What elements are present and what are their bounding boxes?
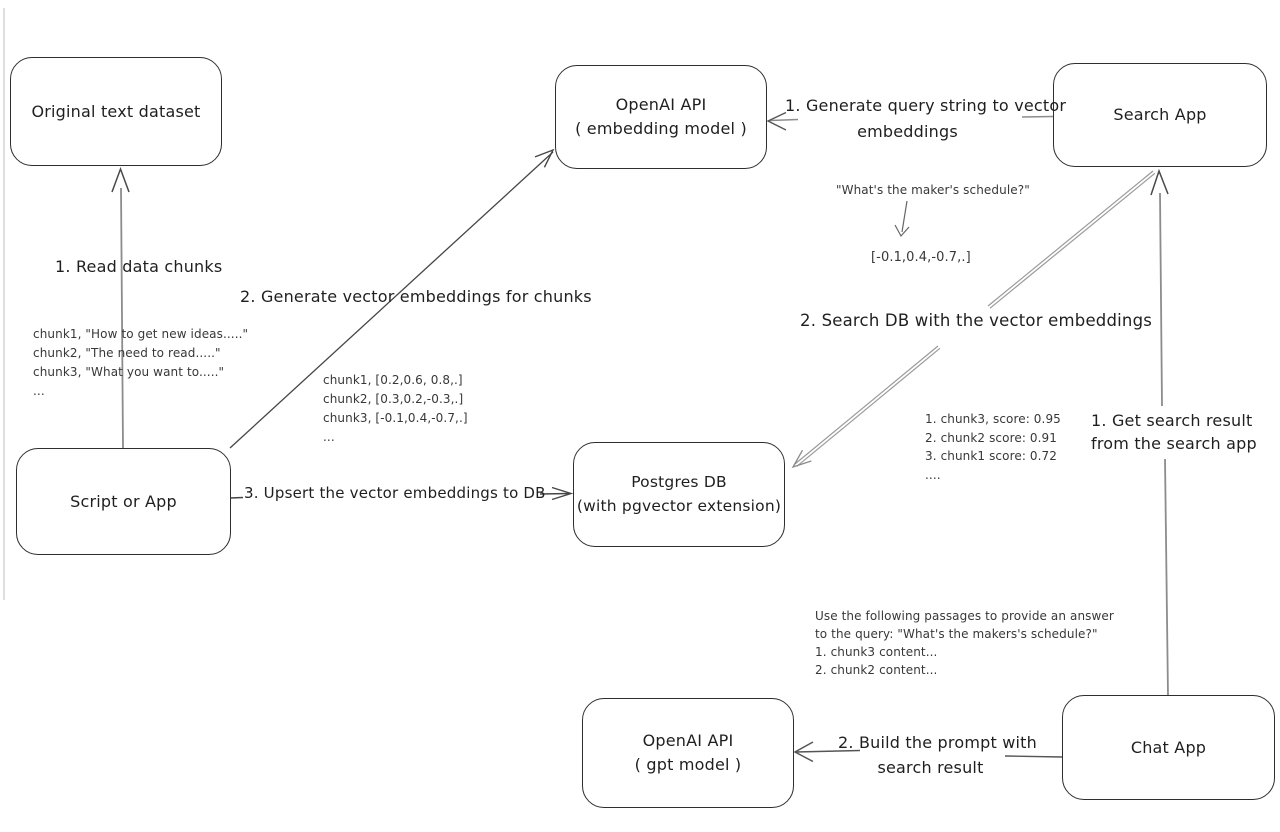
chunk-vectors-line2: chunk2, [0.3,0.2,-0.3,.] bbox=[323, 392, 464, 406]
query-vector-annotation: [-0.1,0.4,-0.7,.] bbox=[871, 250, 971, 265]
get-search-result-arrow bbox=[1150, 168, 1169, 697]
node-search-app: Search App bbox=[1053, 63, 1267, 167]
chunk-texts-line3: chunk3, "What you want to....." bbox=[33, 365, 225, 379]
chunk-texts-line4: ... bbox=[33, 384, 45, 398]
upsert-arrow bbox=[229, 486, 574, 501]
query-to-vector-label-line1: 1. Generate query string to vector bbox=[785, 96, 1067, 115]
node-original-text-dataset: Original text dataset bbox=[10, 57, 222, 166]
node-label-line2: (with pgvector extension) bbox=[576, 496, 782, 515]
chunk-texts-line2: chunk2, "The need to read....." bbox=[33, 346, 221, 360]
generate-embeddings-arrow bbox=[229, 148, 555, 449]
get-search-result-label-line2: from the search app bbox=[1091, 434, 1257, 454]
node-label: Original text dataset bbox=[31, 101, 201, 121]
search-db-arrow bbox=[791, 170, 1156, 469]
get-search-result-label: 1. Get search result from the search app bbox=[1091, 409, 1257, 455]
build-prompt-arrow bbox=[793, 741, 1063, 763]
chunk-texts-annotation: chunk1, "How to get new ideas....." chun… bbox=[33, 325, 248, 401]
node-label: Chat App bbox=[1130, 737, 1207, 757]
node-label: Search App bbox=[1113, 105, 1207, 124]
node-script-or-app: Script or App bbox=[16, 448, 231, 555]
prompt-annotation: Use the following passages to provide an… bbox=[815, 607, 1114, 679]
get-search-result-label-line1: 1. Get search result bbox=[1091, 411, 1253, 430]
prompt-line4: 2. chunk2 content... bbox=[815, 663, 938, 677]
node-label-line1: Postgres DB bbox=[631, 473, 727, 492]
node-label-line1: OpenAI API bbox=[642, 731, 734, 750]
search-scores-line1: 1. chunk3, score: 0.95 bbox=[925, 412, 1061, 426]
search-scores-line2: 2. chunk2 score: 0.91 bbox=[925, 430, 1057, 445]
node-label-line2: ( embedding model ) bbox=[575, 119, 747, 138]
chunk-vectors-annotation: chunk1, [0.2,0.6, 0.8,.] chunk2, [0.3,0.… bbox=[323, 371, 468, 447]
upsert-label: 3. Upsert the vector embeddings to DB bbox=[244, 484, 546, 502]
chunk-vectors-line4: ... bbox=[323, 430, 335, 444]
search-scores-annotation: 1. chunk3, score: 0.95 2. chunk2 score: … bbox=[925, 410, 1061, 484]
build-prompt-label-line1: 2. Build the prompt with bbox=[838, 733, 1037, 752]
chunk-texts-line1: chunk1, "How to get new ideas....." bbox=[33, 327, 249, 341]
node-label-line2: ( gpt model ) bbox=[634, 755, 742, 774]
prompt-line3: 1. chunk3 content... bbox=[815, 645, 938, 659]
prompt-line1: Use the following passages to provide an… bbox=[815, 609, 1114, 623]
read-chunks-label: 1. Read data chunks bbox=[55, 257, 223, 276]
node-label: Script or App bbox=[70, 491, 177, 511]
query-vectorize-mini-arrow bbox=[894, 200, 910, 238]
build-prompt-label-line2: search result bbox=[877, 757, 984, 777]
node-label-line1: OpenAI API bbox=[615, 95, 707, 114]
build-prompt-label: 2. Build the prompt with search result bbox=[838, 731, 1037, 781]
node-openai-gpt-api: OpenAI API ( gpt model ) bbox=[582, 698, 794, 808]
query-to-vector-label-line2: embeddings bbox=[857, 121, 958, 141]
search-scores-line4: .... bbox=[925, 467, 941, 482]
search-scores-line3: 3. chunk1 score: 0.72 bbox=[925, 449, 1057, 463]
node-postgres-db: Postgres DB (with pgvector extension) bbox=[573, 442, 785, 547]
node-chat-app: Chat App bbox=[1062, 695, 1275, 800]
read-chunks-arrow bbox=[111, 166, 130, 449]
search-db-label: 2. Search DB with the vector embeddings bbox=[800, 311, 1153, 330]
chunk-vectors-line1: chunk1, [0.2,0.6, 0.8,.] bbox=[323, 373, 463, 387]
generate-embeddings-label: 2. Generate vector embeddings for chunks bbox=[240, 287, 592, 306]
chunk-vectors-line3: chunk3, [-0.1,0.4,-0.7,.] bbox=[323, 411, 468, 425]
node-openai-embedding-api: OpenAI API ( embedding model ) bbox=[555, 65, 767, 169]
query-to-vector-label: 1. Generate query string to vector embed… bbox=[785, 93, 1067, 144]
query-to-vector-arrow bbox=[766, 111, 1054, 131]
query-example-annotation: "What's the maker's schedule?" bbox=[836, 183, 1030, 197]
prompt-line2: to the query: "What's the makers's sched… bbox=[815, 627, 1098, 641]
